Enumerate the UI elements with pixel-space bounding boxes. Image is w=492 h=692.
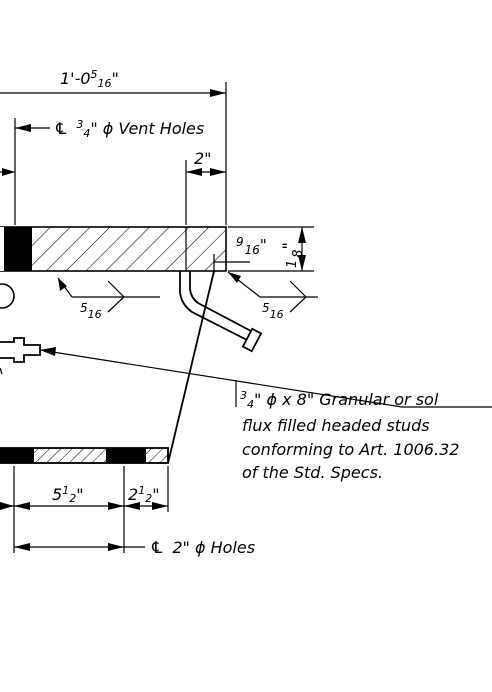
stud-note-line-1: 34" ϕ x 8" Granular or sol <box>240 389 439 411</box>
edge-distance-text: 2" <box>194 149 212 168</box>
vent-holes-callout: ℄34" ϕ Vent Holes <box>14 118 204 225</box>
vent-holes-label: ℄34" ϕ Vent Holes <box>54 118 204 140</box>
hole-spacing-text: 512" <box>52 484 84 505</box>
stud-note-line-4: of the Std. Specs. <box>242 463 383 482</box>
weld-symbol-left: 516 <box>57 277 160 321</box>
edge-distance-dimension: 2" <box>0 149 226 225</box>
plate-thickness-text: 18" <box>279 242 306 268</box>
top-plate-section <box>0 226 227 272</box>
hole-section <box>106 448 146 463</box>
overall-width-text: 1'-0516" <box>60 68 119 90</box>
stud-head <box>241 327 263 353</box>
weld-left-size: 516 <box>80 301 102 321</box>
bottom-flange-section <box>0 447 169 464</box>
hole-edge-text: 212" <box>128 484 160 505</box>
weld-symbol-right: 516 <box>227 271 318 321</box>
web-line <box>167 270 215 464</box>
stud-note: 34" ϕ x 8" Granular or sol flux filled h… <box>235 380 459 482</box>
vent-hole-section <box>4 227 32 271</box>
stud-offset-dimension: 916" <box>213 235 267 274</box>
stud-note-line-3: conforming to Art. 1006.32 <box>242 440 459 459</box>
left-side-stud <box>0 283 41 375</box>
plate-thickness-dimension: 18" <box>228 226 314 272</box>
holes-callout: ℄2" ϕ Holes <box>14 538 255 557</box>
stud-note-line-2: flux filled headed studs <box>242 416 430 435</box>
stud-offset-text: 916" <box>236 235 267 257</box>
stud-note-leader <box>39 347 492 408</box>
overall-width-dimension: 1'-0516" <box>0 68 227 225</box>
holes-label: ℄2" ϕ Holes <box>150 538 255 557</box>
weld-right-size: 516 <box>262 301 284 321</box>
headed-stud-vertical <box>179 271 263 353</box>
bottom-dimensions: 512" 212" <box>0 466 169 553</box>
